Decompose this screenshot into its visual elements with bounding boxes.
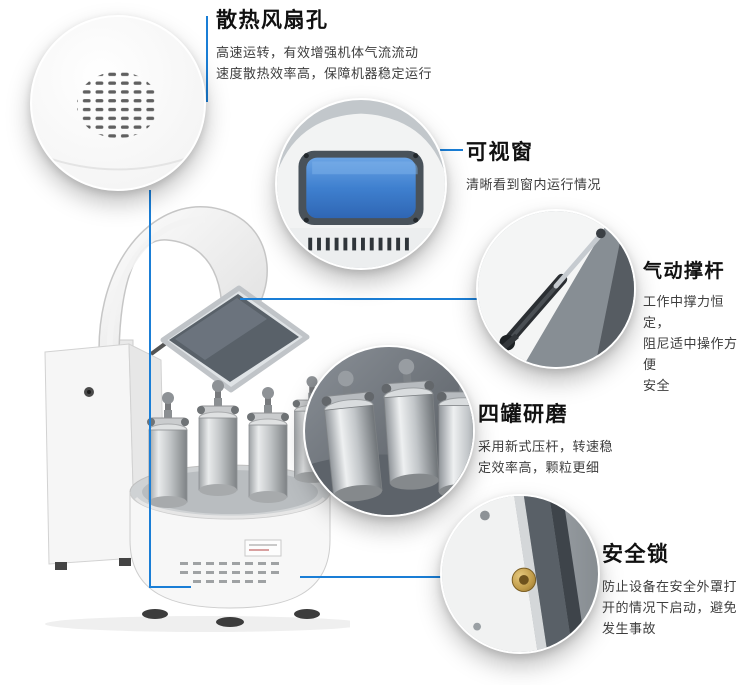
- grinding-jars-photo: [303, 345, 475, 517]
- jars-title: 四罐研磨: [478, 402, 568, 426]
- fan-grille-icon: [76, 71, 160, 139]
- fan-vent-photo: [30, 15, 206, 191]
- machine-shadow: [45, 616, 350, 632]
- viewing-window-photo: [275, 98, 447, 270]
- strut-title: 气动撑杆: [643, 260, 726, 282]
- base-vents: [180, 562, 279, 583]
- lock-desc-line: 开的情况下启动，避免: [602, 601, 738, 616]
- lock-desc-line: 防止设备在安全外罩打: [602, 580, 738, 595]
- window-desc-line: 清晰看到窗内运行情况: [466, 178, 602, 193]
- strut-connector-line: [240, 298, 477, 300]
- window-note: 可视窗 清晰看到窗内运行情况: [466, 136, 696, 196]
- lock-note: 安全锁 防止设备在安全外罩打 开的情况下启动，避免 发生事故: [602, 538, 747, 640]
- jars-desc-line: 定效率高，颗粒更细: [478, 461, 600, 476]
- cabinet-body: [44, 343, 136, 565]
- strut-desc-line: 工作中撑力恒定，: [643, 295, 725, 331]
- gas-strut-photo: [476, 209, 636, 369]
- fan-title: 散热风扇孔: [216, 8, 329, 32]
- fan-desc-line: 速度散热效率高，保障机器稳定运行: [216, 67, 433, 82]
- base-drum: [129, 491, 331, 609]
- fan-desc-line: 高速运转，有效增强机体气流流动: [216, 46, 419, 61]
- lock-connector-line: [300, 576, 441, 578]
- machine-illustration: [44, 206, 350, 632]
- window-title: 可视窗: [466, 140, 534, 164]
- strut-desc-line: 安全: [643, 379, 671, 394]
- window-title-connector-line: [440, 149, 463, 151]
- strut-rod: [553, 231, 604, 289]
- lock-desc-line: 发生事故: [602, 622, 657, 637]
- strut-note: 气动撑杆 工作中撑力恒定， 阻尼适中操作方便 安全: [643, 256, 749, 397]
- jars-desc-line: 采用新式压杆，转速稳: [478, 440, 614, 455]
- rating-label: [244, 539, 282, 557]
- fan-connector-line-foot: [149, 586, 191, 588]
- fan-title-connector-line: [206, 16, 208, 102]
- strut-desc-line: 阻尼适中操作方便: [643, 337, 738, 373]
- lid-vent-slots: [308, 237, 409, 251]
- jars-note: 四罐研磨 采用新式压杆，转速稳 定效率高，颗粒更细: [478, 398, 628, 479]
- fan-connector-line-vertical: [149, 190, 151, 588]
- safety-lock-photo: [440, 494, 600, 654]
- fan-note: 散热风扇孔 高速运转，有效增强机体气流流动 速度散热效率高，保障机器稳定运行: [216, 4, 486, 85]
- lock-title: 安全锁: [602, 542, 670, 566]
